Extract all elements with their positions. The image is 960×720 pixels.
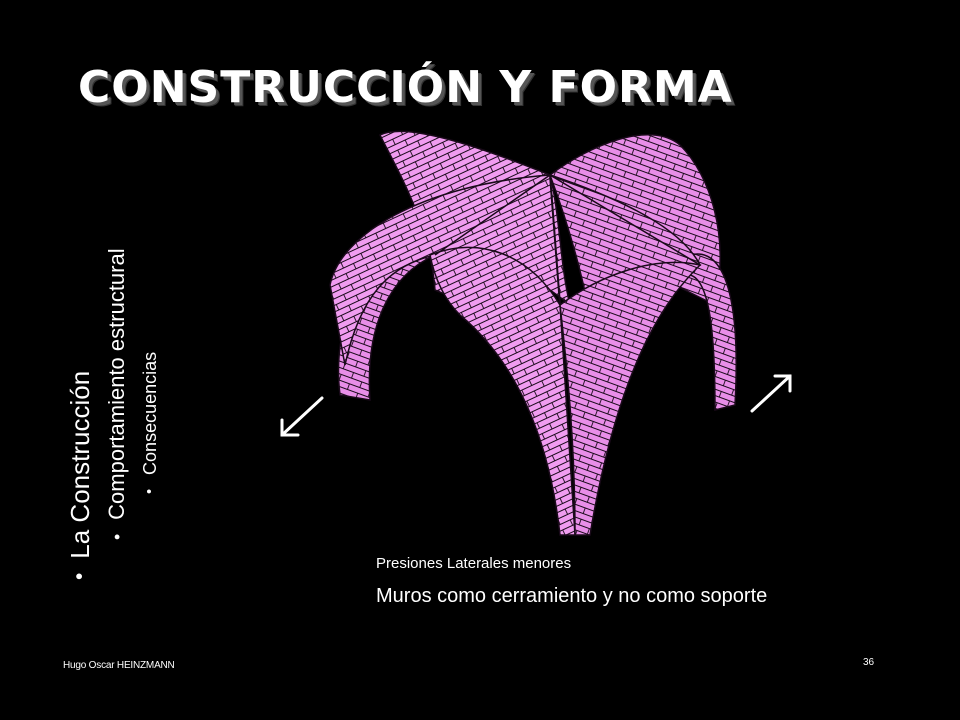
bullet-dot-icon: • bbox=[106, 533, 127, 540]
arrow-down-left-icon bbox=[280, 396, 324, 437]
bullet-level3-text: Consecuencias bbox=[139, 351, 160, 475]
bullet-dot-icon: • bbox=[68, 572, 91, 580]
caption-lateral-pressures: Presiones Laterales menores bbox=[376, 555, 572, 572]
bullet-level2-text: Comportamiento estructural bbox=[104, 248, 129, 520]
bullet-dot-icon: • bbox=[142, 488, 158, 494]
slide-number: 36 bbox=[863, 657, 875, 668]
slide-title: CONSTRUCCIÓN Y FORMA bbox=[78, 62, 733, 113]
bullet-level1: • La Construcción bbox=[60, 248, 100, 580]
ribbed-vault-icon bbox=[280, 130, 792, 536]
bullet-level3: • Consecuencias bbox=[134, 248, 166, 494]
arrow-up-right-icon bbox=[750, 374, 792, 413]
bullet-level1-text: La Construcción bbox=[64, 370, 95, 559]
ribbed-vault-illustration bbox=[260, 115, 820, 555]
bullet-level2: • Comportamiento estructural bbox=[100, 248, 134, 540]
rotated-bullet-list: • La Construcción • Comportamiento estru… bbox=[60, 248, 166, 580]
caption-walls: Muros como cerramiento y no como soporte bbox=[376, 585, 768, 607]
author-footer: Hugo Oscar HEINZMANN bbox=[63, 660, 175, 671]
